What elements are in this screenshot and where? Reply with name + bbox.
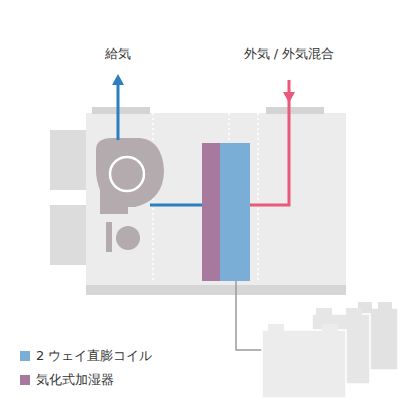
duct-opening xyxy=(266,107,324,114)
air-path xyxy=(150,204,203,207)
section-divider xyxy=(153,113,258,283)
legend-entry: 2 ウェイ直膨コイル xyxy=(20,347,152,365)
legend-swatch xyxy=(20,351,30,361)
fan-impeller xyxy=(110,157,144,191)
condensing-units xyxy=(262,302,398,398)
humidifier xyxy=(202,143,222,281)
fan-housing xyxy=(96,138,164,214)
duct-opening xyxy=(92,107,150,114)
legend-entry: 気化式加湿器 xyxy=(20,371,114,389)
dx-coil xyxy=(220,143,250,281)
supply-air-line xyxy=(117,84,120,140)
outdoor-air-label: 外気 / 外気混合 xyxy=(244,46,335,62)
motor-mount xyxy=(106,222,112,252)
fan-motor xyxy=(116,226,140,250)
legend-text: 2 ウェイ直膨コイル xyxy=(36,347,152,365)
refrigerant-pipe xyxy=(236,281,262,350)
unit-housing xyxy=(86,113,346,285)
legend-swatch xyxy=(20,375,30,385)
legend-text: 気化式加湿器 xyxy=(36,371,114,389)
side-panel xyxy=(50,205,86,265)
outdoor-arrowhead xyxy=(283,92,295,103)
side-panel xyxy=(50,130,86,190)
outdoor-air-line xyxy=(250,80,289,205)
supply-arrowhead xyxy=(112,74,124,85)
supply-air-label: 給気 xyxy=(105,46,131,62)
